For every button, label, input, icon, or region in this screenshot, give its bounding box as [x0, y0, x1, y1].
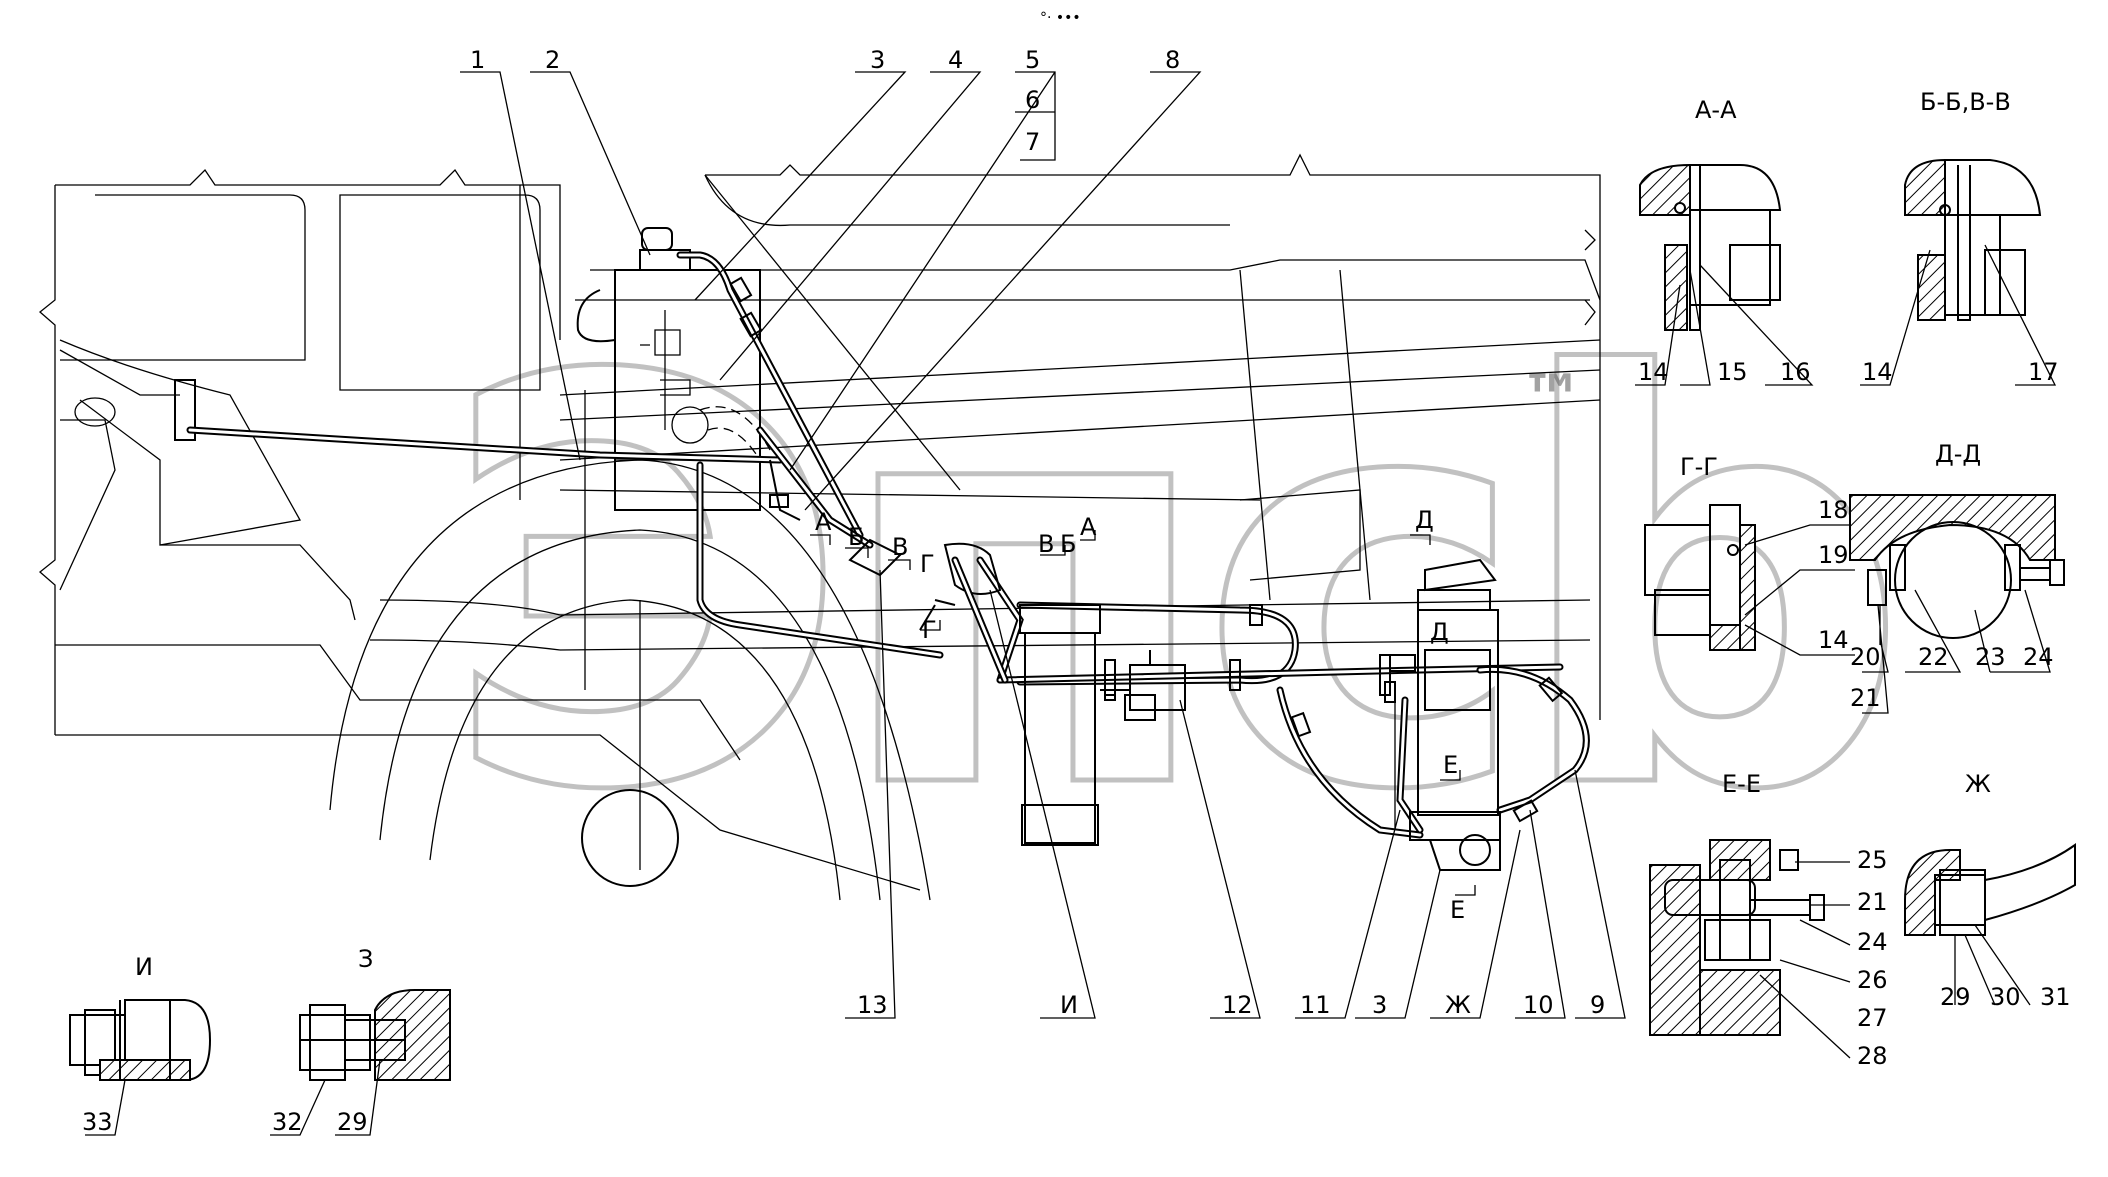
- callout-3: 3: [870, 46, 885, 74]
- callouts-bottom: 13 И 12 11 3 Ж 10 9: [845, 569, 1626, 1019]
- cut-mark-a-right: А: [1080, 513, 1097, 541]
- chassis-frame: [369, 153, 1601, 720]
- callout-7: 7: [1025, 128, 1040, 156]
- callout-9: 9: [1590, 991, 1605, 1019]
- section-aa-title: А-А: [1695, 96, 1737, 124]
- section-dd: Д-Д 20 21 22 23 24: [1849, 440, 2065, 714]
- gg-label-18: 18: [1818, 496, 1849, 524]
- watermark: Эпсb ™: [438, 259, 1914, 916]
- callout-5: 5: [1025, 46, 1040, 74]
- zh-label-29: 29: [1940, 983, 1971, 1011]
- cut-mark-d-bottom: Д: [1430, 618, 1449, 646]
- cylinder-window: [1424, 649, 1491, 711]
- callout-3-bottom: 3: [1372, 991, 1387, 1019]
- power-cylinder: [1384, 558, 1501, 871]
- zh-label-31: 31: [2040, 983, 2071, 1011]
- dd-label-22: 22: [1918, 643, 1949, 671]
- callout-1: 1: [470, 46, 485, 74]
- cut-mark-v-right: В: [1038, 530, 1054, 558]
- ee-label-24: 24: [1857, 928, 1888, 956]
- dd-label-20: 20: [1850, 643, 1881, 671]
- cut-mark-e-right: Е: [1443, 751, 1458, 779]
- watermark-text: Эпсb: [440, 261, 1891, 913]
- aa-label-16: 16: [1780, 358, 1811, 386]
- ee-label-21: 21: [1857, 888, 1888, 916]
- gg-label-19: 19: [1818, 541, 1849, 569]
- lever-linkage: [769, 459, 1009, 684]
- section-aa: А-А 14 15 16: [1635, 96, 1814, 386]
- section-bb-title: Б-Б,В-В: [1920, 88, 2011, 116]
- zh-label-30: 30: [1990, 983, 2021, 1011]
- ee-label-28: 28: [1857, 1042, 1888, 1070]
- cut-mark-b-right: Б: [1060, 530, 1076, 558]
- pipe-clamps: [729, 276, 1564, 823]
- section-i-title: И: [135, 953, 153, 981]
- cut-mark-v-left: В: [892, 533, 908, 561]
- callout-8: 8: [1165, 46, 1180, 74]
- dd-label-23: 23: [1975, 643, 2006, 671]
- callout-13: 13: [857, 991, 888, 1019]
- cut-mark-b-left: Б: [848, 523, 864, 551]
- ee-label-26: 26: [1857, 966, 1888, 994]
- bb-label-14: 14: [1862, 358, 1893, 386]
- section-gg-title: Г-Г: [1680, 453, 1718, 481]
- callout-zh: Ж: [1445, 991, 1471, 1019]
- callout-10: 10: [1523, 991, 1554, 1019]
- callout-12: 12: [1222, 991, 1253, 1019]
- dd-label-24: 24: [2023, 643, 2054, 671]
- dd-label-21: 21: [1850, 684, 1881, 712]
- section-z-title: З: [358, 945, 373, 973]
- bb-label-17: 17: [2028, 358, 2059, 386]
- header-mark: °· •••: [1040, 10, 1081, 26]
- ee-label-25: 25: [1857, 846, 1888, 874]
- oil-tank: [576, 227, 771, 511]
- section-gg: Г-Г 18 19 14: [1644, 453, 1855, 656]
- wheel-hub-icon: [581, 789, 679, 887]
- section-ee-title: Е-Е: [1722, 770, 1761, 798]
- main-assembly: А Б В Г Д Е Б В А Г Д Е 1 2 3 4 5: [38, 46, 1626, 1019]
- cut-mark-a-left: А: [815, 508, 832, 536]
- section-zh-title: Ж: [1965, 770, 1991, 798]
- cut-mark-d-top: Д: [1415, 506, 1434, 534]
- gg-label-14: 14: [1818, 626, 1849, 654]
- cut-mark-e-bottom: Е: [1450, 896, 1465, 924]
- aa-label-14: 14: [1638, 358, 1669, 386]
- z-label-29: 29: [337, 1108, 368, 1136]
- i-label-33: 33: [82, 1108, 113, 1136]
- cab-outline: [38, 168, 921, 891]
- distributor-valve: [1019, 604, 1241, 846]
- hydraulic-pipes: [186, 251, 1590, 839]
- section-ee: Е-Е 25 21 24 26 27 28: [1649, 770, 1888, 1070]
- z-label-32: 32: [272, 1108, 303, 1136]
- section-z: З 32 29: [270, 945, 451, 1136]
- callouts-top: 1 2 3 4 5 6 7 8: [460, 46, 1202, 511]
- callout-i: И: [1060, 991, 1078, 1019]
- section-dd-title: Д-Д: [1935, 440, 1981, 468]
- aa-label-15: 15: [1717, 358, 1748, 386]
- section-bb: Б-Б,В-В 14 17: [1860, 88, 2059, 386]
- section-i: И 33: [69, 953, 212, 1136]
- cut-marks: А Б В Г Д Е Б В А Г Д Е: [810, 506, 1476, 924]
- callout-2: 2: [545, 46, 560, 74]
- ee-label-27: 27: [1857, 1004, 1888, 1032]
- callout-11: 11: [1300, 991, 1331, 1019]
- watermark-tm: ™: [1520, 362, 1584, 436]
- callout-6: 6: [1025, 86, 1040, 114]
- section-zh: Ж 29 30 31: [1904, 770, 2076, 1011]
- callout-4: 4: [948, 46, 963, 74]
- cut-mark-g-top: Г: [920, 550, 935, 578]
